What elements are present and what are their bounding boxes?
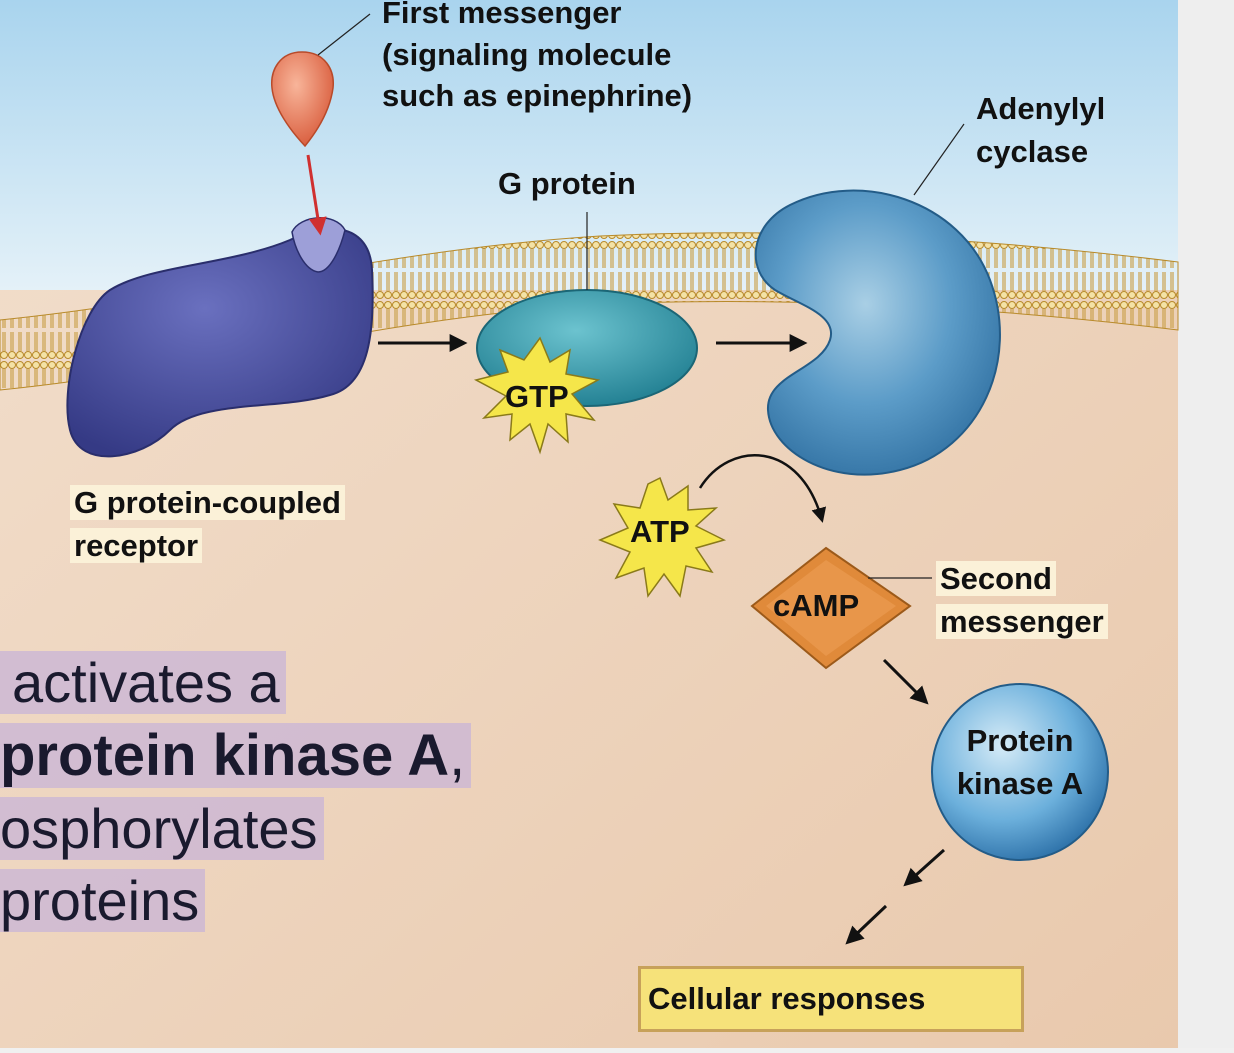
second-messenger-line1: Second xyxy=(936,561,1056,596)
gpcr-line2: receptor xyxy=(70,527,203,563)
arrow-atp-to-camp xyxy=(698,454,827,523)
first-messenger-line1: First messenger xyxy=(382,0,622,30)
slide-line-3: osphorylates xyxy=(0,797,324,860)
cellular-responses-label: Cellular responses xyxy=(648,981,926,1016)
camp-label: cAMP xyxy=(773,588,860,623)
gpcr-label: G protein-coupled receptor xyxy=(70,482,345,568)
signal-molecule xyxy=(271,51,334,148)
slide-line-2-tail: , xyxy=(449,723,472,788)
arrow-camp-to-pka xyxy=(882,658,929,705)
second-messenger-line2: messenger xyxy=(936,603,1108,639)
first-messenger-label: First messenger (signaling molecule such… xyxy=(382,0,692,117)
pka-label: Protein kinase A xyxy=(932,720,1108,806)
slide-line-3-text: osphorylates xyxy=(0,797,324,860)
slide-line-4-text: proteins xyxy=(0,869,206,932)
cyclase-leader xyxy=(913,123,965,196)
cellular-responses-box xyxy=(638,966,1024,1032)
right-margin xyxy=(1178,0,1234,1048)
slide-line-4: proteins xyxy=(0,869,206,932)
camp-diamond-highlight xyxy=(766,560,896,656)
slide-line-2-bold: protein kinase A xyxy=(0,723,450,788)
gtp-label: GTP xyxy=(505,379,569,414)
adenylyl-cyclase-shape xyxy=(754,189,1001,476)
pka-circle xyxy=(931,683,1109,861)
pka-line1: Protein xyxy=(966,723,1074,758)
first-messenger-line2: (signaling molecule xyxy=(382,36,672,72)
pka-line2: kinase A xyxy=(956,765,1084,801)
first-messenger-line3: such as epinephrine) xyxy=(382,78,693,114)
arrow-pka-down-1 xyxy=(903,848,946,887)
arrow-pka-down-2 xyxy=(845,904,888,945)
atp-label: ATP xyxy=(630,514,690,549)
slide-line-1: activates a xyxy=(0,651,286,714)
gtp-starburst xyxy=(473,336,601,455)
slide-line-2: protein kinase A, xyxy=(0,723,472,788)
gpcr-line1: G protein-coupled xyxy=(70,485,345,520)
g-protein-label: G protein xyxy=(498,166,636,201)
binding-arrow xyxy=(306,154,327,236)
slide-line-1-text: activates a xyxy=(0,651,286,714)
gpcr-shape xyxy=(66,227,374,458)
adenylyl-cyclase-label: Adenylyl cyclase xyxy=(976,88,1105,174)
adenylyl-cyclase-line2: cyclase xyxy=(976,133,1089,169)
first-messenger-leader xyxy=(317,13,371,56)
atp-starburst xyxy=(598,476,727,598)
second-messenger-label: Second messenger xyxy=(936,558,1108,644)
adenylyl-cyclase-line1: Adenylyl xyxy=(976,91,1106,126)
